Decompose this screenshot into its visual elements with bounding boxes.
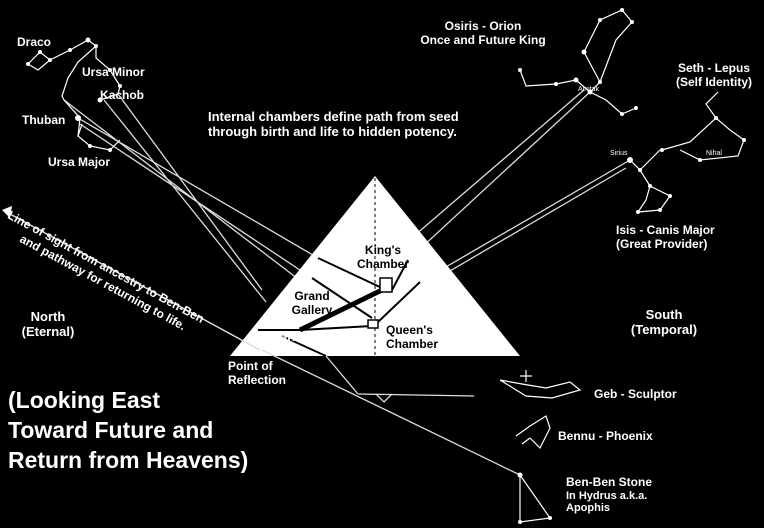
- lepus-lines: [661, 117, 745, 161]
- orion-lines: [519, 9, 633, 93]
- hydrus-constellation: [519, 474, 552, 523]
- canis-link: [639, 149, 661, 171]
- queens-chamber-box: [367, 319, 379, 329]
- grand-gallery: [298, 287, 384, 333]
- label-sirius: Sirius: [610, 150, 628, 157]
- header-line1: Internal chambers define path from seed: [208, 109, 459, 124]
- sight-line-sirius-a: [419, 159, 631, 283]
- caption-line1: (Looking East: [8, 387, 161, 413]
- reflection-line: [261, 349, 521, 476]
- label-seth: Seth - Lepus (Self Identity): [664, 61, 764, 90]
- lepus-ears: [705, 91, 719, 119]
- label-queens-chamber: Queen's Chamber: [386, 323, 439, 351]
- label-north: North (Eternal): [21, 309, 75, 339]
- north-stars: [26, 37, 122, 152]
- geb-constellation: [499, 370, 582, 399]
- label-isis: Isis - Canis Major (Great Provider): [616, 223, 715, 252]
- kings-chamber-box: [379, 277, 393, 293]
- label-nihal: Nihal: [706, 150, 722, 157]
- draco-body: [49, 39, 97, 101]
- label-osiris-line1: Osiris - Orion: [444, 19, 522, 33]
- bennu-constellation: [515, 415, 551, 450]
- label-benben: Ben-Ben Stone In Hydrus a.k.a. Apophis: [566, 475, 653, 515]
- label-alnitak: Alnitak: [578, 86, 600, 93]
- canis-major-lines: [629, 159, 671, 213]
- orion-constellation: [519, 9, 637, 115]
- sight-line-orion-a: [407, 91, 591, 261]
- line-of-sight: [9, 213, 261, 351]
- label-benben-line3: Apophis: [566, 502, 610, 515]
- sculptor-lines: [499, 379, 582, 399]
- header-line2: through birth and life to hidden potency…: [208, 123, 457, 139]
- sight-line-orion-b: [399, 89, 585, 249]
- caption-line2: Toward Future and: [8, 416, 214, 443]
- phoenix-lines: [515, 415, 551, 450]
- caption: (Looking East Toward Future and Return f…: [8, 386, 248, 476]
- canis-stars: [627, 116, 746, 214]
- lepus-canis-constellation: [629, 91, 745, 213]
- north-shaft-queen: [311, 277, 373, 319]
- line-of-sight-arrowhead: [2, 206, 12, 218]
- draco-head: [27, 51, 51, 71]
- hydrus-lines: [519, 474, 552, 523]
- label-ursa-minor: Ursa Minor: [82, 65, 145, 79]
- label-osiris: Osiris - Orion Once and Future King: [408, 19, 558, 48]
- subterranean-chamber: [375, 393, 393, 403]
- label-isis-line1: Isis - Canis Major: [616, 223, 715, 237]
- pyramid-interior: [258, 257, 421, 357]
- label-seth-line2: (Self Identity): [675, 74, 752, 89]
- label-thuban: Thuban: [22, 113, 66, 127]
- hydrus-stars: [517, 472, 552, 524]
- sight-line-draco: [63, 99, 303, 283]
- label-bennu: Bennu - Phoenix: [558, 429, 653, 443]
- label-seth-line1: Seth - Lepus: [677, 61, 750, 75]
- label-entrance: Entrance: [254, 329, 310, 344]
- label-osiris-line2: Once and Future King: [420, 32, 546, 47]
- label-kachob: Kachob: [100, 88, 145, 102]
- descending-passage: [281, 335, 327, 357]
- queens-passage: [299, 325, 373, 331]
- label-isis-line2: (Great Provider): [616, 236, 708, 251]
- label-benben-line1: Ben-Ben Stone: [566, 475, 653, 489]
- sight-line-ursa-minor: [103, 99, 267, 303]
- orion-legs: [589, 91, 637, 115]
- label-kings-chamber: King's Chamber: [356, 243, 409, 271]
- label-south: South (Temporal): [630, 307, 698, 337]
- pyramid: [230, 176, 520, 356]
- descending-passage-extension: [261, 349, 521, 476]
- caption-line3: Return from Heavens): [8, 446, 249, 473]
- subterranean-passage: [357, 393, 475, 397]
- label-grand-gallery: Grand Gallery: [291, 289, 333, 317]
- line-of-sight-arrow: [2, 206, 261, 351]
- south-shaft-king: [391, 259, 409, 291]
- south-shaft-queen: [377, 281, 421, 323]
- label-benben-line2: In Hydrus a.k.a.: [566, 489, 648, 502]
- label-draco: Draco: [17, 35, 52, 49]
- label-point-of-reflection: Point of Reflection: [228, 359, 287, 387]
- orion-stars: [518, 8, 638, 116]
- ursa-minor-lines: [95, 46, 121, 101]
- label-ursa-major: Ursa Major: [48, 155, 111, 169]
- subterranean-shaft: [325, 355, 359, 395]
- north-shaft-king: [317, 257, 383, 289]
- label-geb: Geb - Sculptor: [594, 387, 677, 401]
- north-sight-lines: [63, 93, 319, 303]
- header-text: Internal chambers define path from seed …: [208, 109, 459, 140]
- sight-line-kachob: [117, 93, 263, 291]
